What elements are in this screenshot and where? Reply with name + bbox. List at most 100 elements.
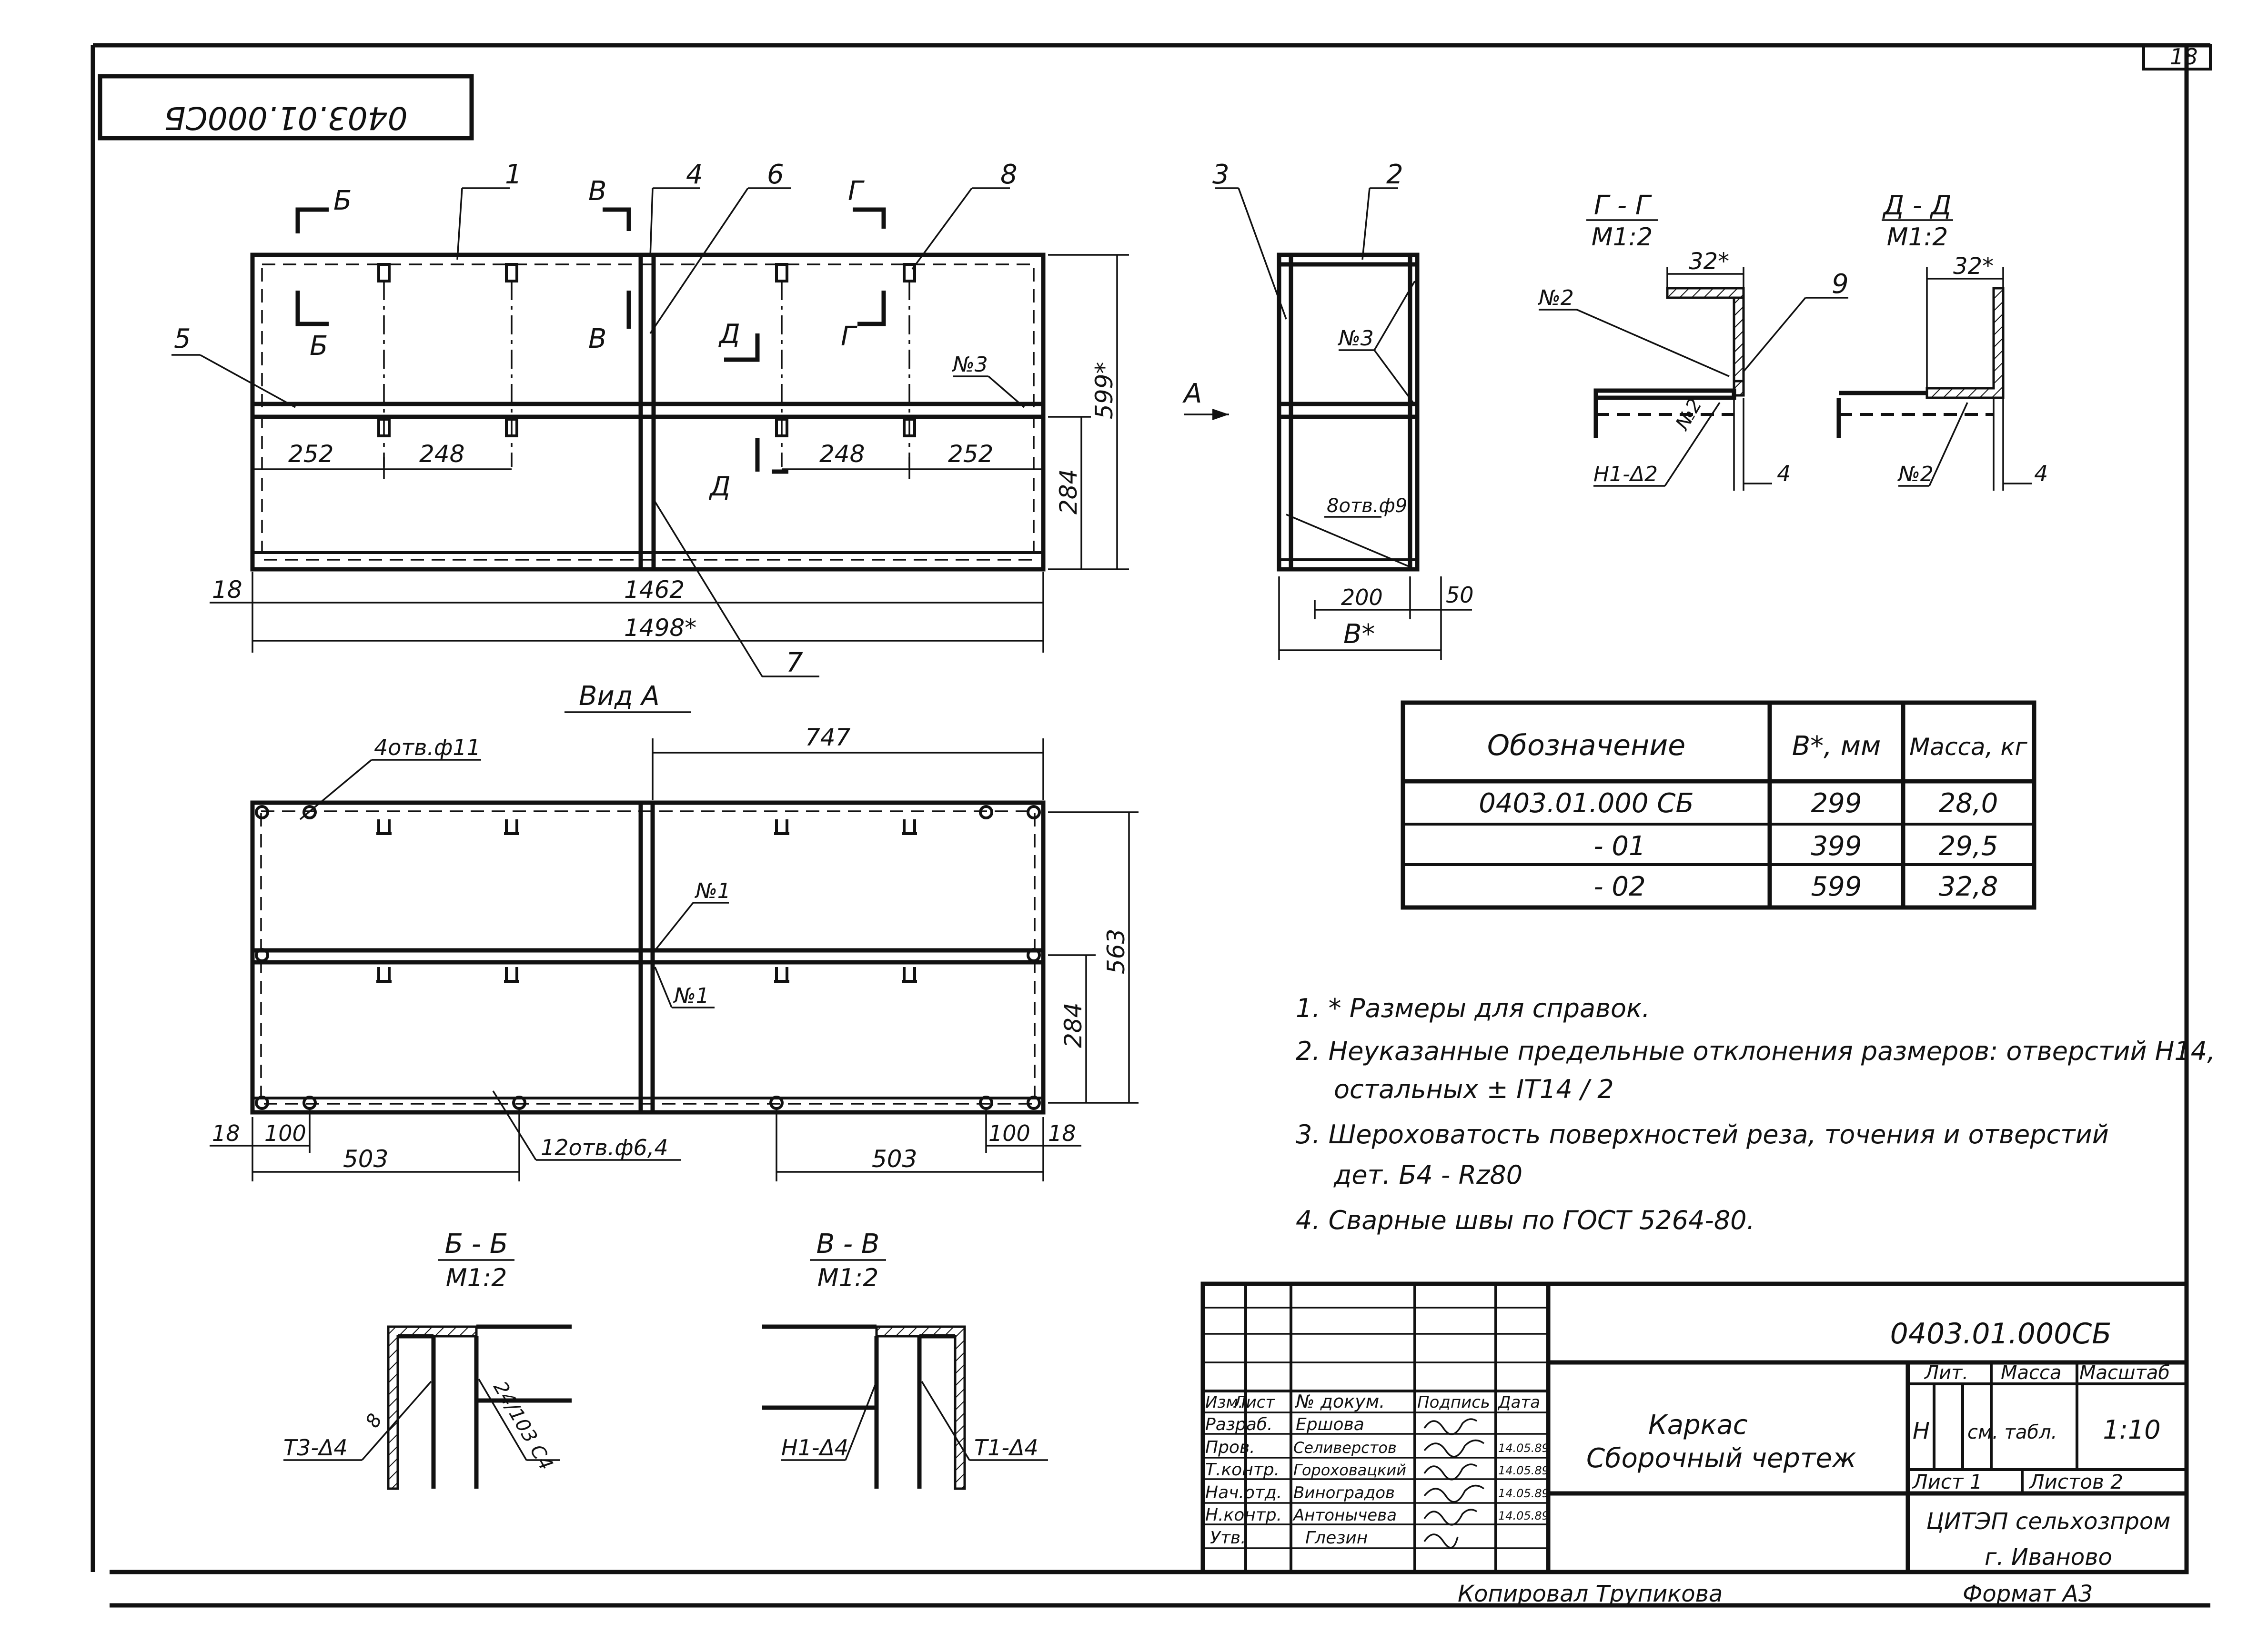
tb-name: Виноградов [1293,1483,1395,1502]
tb-col-header: Лист [1233,1393,1275,1412]
sheet-number: 18 [2170,44,2198,70]
tb-role: Нач.отд. [1205,1483,1282,1502]
tb-org-line1: ЦИТЭП сельхозпром [1926,1508,2171,1535]
svg-text:4: 4 [686,159,703,190]
note-line: 3. Шероховатость поверхностей реза, точе… [1296,1119,2109,1149]
note-line: 1. * Размеры для справок. [1296,993,1650,1023]
svg-text:Г: Г [841,321,857,352]
svg-text:В*: В* [1343,619,1375,650]
tb-role: Разраб. [1205,1415,1272,1434]
tb-name-line1: Каркас [1648,1410,1748,1441]
tb-col-header: Подпись [1417,1393,1490,1412]
svg-text:В - В: В - В [816,1229,880,1260]
svg-text:100: 100 [988,1120,1030,1146]
svg-text:8отв.ф9: 8отв.ф9 [1327,495,1407,517]
tb-col-header: Дата [1497,1393,1540,1412]
tb-col-header: Изм. [1205,1393,1243,1412]
svg-text:Г: Г [848,176,865,207]
svg-text:5: 5 [174,323,191,354]
section-b-b: Б - Б М1:2 8 Т3-Δ4 24/103 С4 [283,1229,572,1490]
svg-text:8: 8 [1000,159,1018,190]
note-line: остальных ± IT14 / 2 [1334,1074,1614,1104]
svg-text:А: А [1182,378,1202,409]
main-front-view: Б Б В В Г Г Д Д 1 4 6 [171,159,1129,678]
main-dimensions: 252 248 248 252 1462 18 1498* 599* 284 [210,254,1129,653]
tb-date: 14.05.89 [1498,1487,1549,1500]
tb-role: Н.контр. [1205,1505,1282,1525]
tb-name: Ершова [1296,1415,1364,1434]
svg-text:7: 7 [786,647,803,678]
section-d-d: Д - Д М1:2 32* №2 4 [1836,190,2048,491]
svg-text:6: 6 [767,159,784,190]
tb-date: 14.05.89 [1498,1464,1549,1477]
section-v-v: В - В М1:2 Н1-Δ4 Т1-Δ4 [762,1229,1048,1490]
svg-text:М1:2: М1:2 [446,1264,507,1292]
note-line: 4. Сварные швы по ГОСТ 5264-80. [1296,1205,1755,1235]
tb-name: Глезин [1305,1528,1368,1548]
table-row-b: 399 [1811,831,1862,862]
svg-text:252: 252 [948,440,993,468]
section-cut-marks: Б Б В В Г Г Д Д [295,176,886,502]
table-header-mass: Масса, кг [1909,733,2027,761]
svg-text:8: 8 [362,1410,387,1431]
svg-text:1498*: 1498* [624,614,696,642]
svg-text:563: 563 [1102,929,1130,974]
svg-text:М1:2: М1:2 [1887,223,1948,252]
svg-text:12отв.ф6,4: 12отв.ф6,4 [541,1135,668,1160]
view-a: Вид А [210,681,1139,1181]
copied-by: Копировал Трупикова [1458,1581,1723,1607]
technical-notes: 1. * Размеры для справок. 2. Неуказанные… [1296,993,2215,1235]
tb-name: Селиверстов [1293,1439,1397,1457]
svg-text:2: 2 [1386,159,1403,190]
table-row-mass: 32,8 [1939,871,1998,902]
svg-text:Б: Б [310,331,328,362]
svg-text:№1: №1 [673,984,709,1008]
svg-text:747: 747 [805,724,851,751]
mounting-holes [255,805,1041,1110]
tb-role: Пров. [1205,1438,1255,1457]
format-label: Формат А3 [1963,1581,2093,1607]
section-g-g: Г - Г М1:2 32* №2 9 №2 Н1-Δ2 4 [1537,190,1849,491]
svg-text:Г - Г: Г - Г [1594,190,1652,221]
table-row-designation: - 02 [1593,871,1645,902]
svg-text:248: 248 [419,440,464,468]
svg-text:284: 284 [1055,469,1082,514]
view-a-clips [376,819,917,983]
tb-role: Т.контр. [1205,1460,1280,1480]
table-row-mass: 29,5 [1939,831,1998,862]
tb-name-line2: Сборочный чертеж [1586,1443,1856,1474]
table-row-designation: 0403.01.000 СБ [1479,788,1694,819]
tb-role: Утв. [1210,1528,1246,1548]
table-row-mass: 28,0 [1939,788,1998,819]
svg-text:№3: №3 [951,353,988,377]
svg-text:503: 503 [343,1145,388,1173]
svg-text:252: 252 [288,440,333,468]
svg-text:Д - Д: Д - Д [1882,190,1951,221]
side-view: 3 2 №3 А 8отв.ф9 200 50 В* [1182,159,1474,660]
tb-sheet: Лист 1 [1912,1470,1983,1493]
svg-text:284: 284 [1059,1003,1087,1048]
svg-text:В: В [588,323,606,354]
svg-text:М1:2: М1:2 [817,1264,879,1292]
table-row-designation: - 01 [1593,831,1645,862]
table-header-b: В*, мм [1792,731,1881,762]
svg-text:№2: №2 [1537,286,1574,310]
part-callouts: 1 4 6 8 5 7 №3 [171,159,1025,678]
svg-text:3: 3 [1212,159,1230,190]
svg-text:200: 200 [1341,585,1383,610]
svg-text:№2: №2 [1671,395,1706,434]
tb-name: Гороховацкий [1293,1461,1406,1479]
table-row-b: 299 [1811,788,1862,819]
note-line: 2. Неуказанные предельные отклонения раз… [1296,1036,2215,1066]
svg-text:Вид А: Вид А [579,681,660,712]
svg-text:18: 18 [1048,1120,1076,1146]
svg-text:В: В [588,176,606,207]
note-line: дет. Б4 - Rz80 [1333,1160,1522,1190]
svg-text:4отв.ф11: 4отв.ф11 [374,735,481,760]
sheet-frame: 18 0403.01.000СБ [91,43,2212,1608]
tb-sheets: Листов 2 [2028,1470,2123,1493]
tb-code: 0403.01.000СБ [1890,1317,2112,1351]
tb-org-line2: г. Иваново [1985,1544,2112,1571]
svg-text:1: 1 [505,159,522,190]
